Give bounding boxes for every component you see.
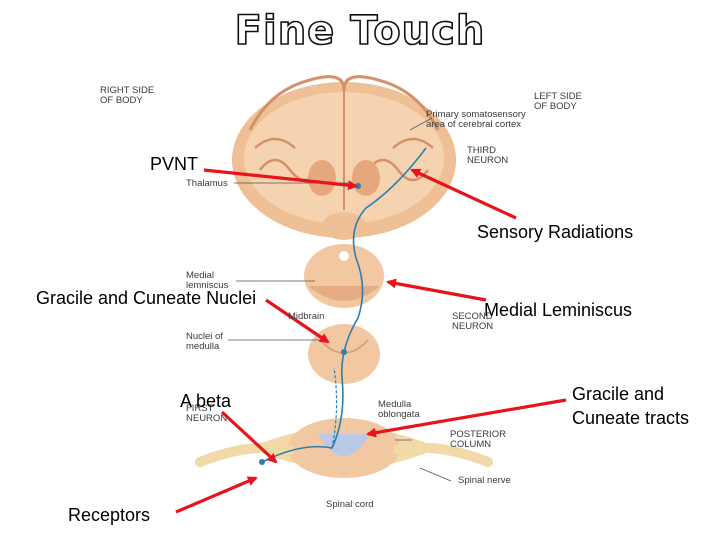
- medial-leminiscus-annotation: Medial Leminiscus: [484, 300, 633, 320]
- posterior-column-label: POSTERIOR COLUMN: [450, 429, 506, 450]
- gracile-cuneate-tracts-annotation: Gracile and Cuneate tracts: [572, 384, 690, 428]
- medial-leminiscus-arrow: [386, 278, 487, 302]
- sensory-radiations-annotation: Sensory Radiations: [477, 222, 634, 242]
- gracile-cuneate-nuclei-annotation: Gracile and Cuneate Nuclei: [36, 288, 257, 308]
- a-beta-annotation: A beta: [180, 391, 232, 411]
- midbrain-section: [304, 244, 384, 308]
- a-beta-arrow: [220, 410, 278, 464]
- primary-cortex-label: Primary somatosensory area of cerebral c…: [426, 109, 526, 130]
- right-side-label: RIGHT SIDE OF BODY: [100, 85, 155, 106]
- second-neuron-label: SECOND NEURON: [452, 311, 494, 332]
- nuclei-medulla-label: Nuclei of medulla: [186, 331, 223, 352]
- receptors-annotation: Receptors: [68, 505, 151, 525]
- third-neuron-label: THIRD NEURON: [467, 145, 509, 166]
- sensory-radiations-arrow: [410, 168, 517, 220]
- gracile-cuneate-tracts-arrow: [366, 398, 567, 438]
- receptors-arrow: [175, 476, 258, 514]
- page-title: Fine Touch: [234, 7, 486, 55]
- annotation-arrows: [175, 168, 567, 514]
- pvnt-annotation: PVNT: [150, 154, 199, 174]
- first-neuron-label: FIRST NEURON: [186, 403, 228, 424]
- pvnt-arrow: [203, 168, 358, 191]
- medulla-oblongata-label: Medulla oblongata: [378, 399, 420, 420]
- left-side-label: LEFT SIDE OF BODY: [534, 91, 582, 112]
- spinal-cord-section: [195, 418, 493, 478]
- brain-section: [232, 75, 456, 240]
- midbrain-label: Midbrain: [288, 311, 325, 322]
- gracile-cuneate-nuclei-arrow: [265, 298, 330, 344]
- medial-lemniscus-label: Medial lemniscus: [186, 270, 229, 291]
- thalamus-label: Thalamus: [186, 178, 228, 189]
- spinal-cord-label: Spinal cord: [326, 499, 374, 510]
- spinal-nerve-label: Spinal nerve: [458, 475, 511, 486]
